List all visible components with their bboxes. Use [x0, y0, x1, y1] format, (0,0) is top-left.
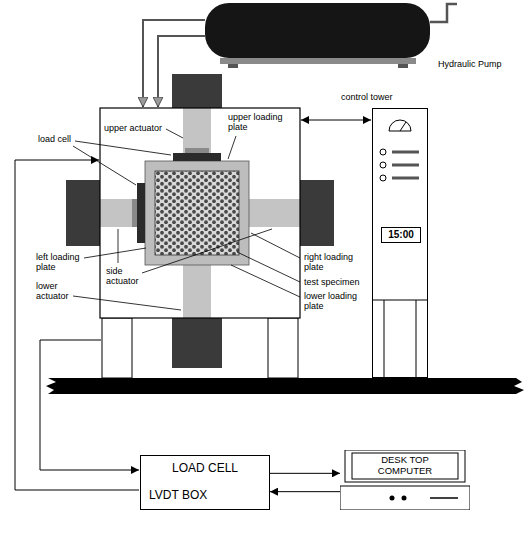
test-specimen [155, 171, 239, 255]
monitor [345, 450, 465, 482]
label-anchor: lower loading plate [304, 291, 362, 312]
part-label: load cell [38, 134, 71, 144]
tower-slot [392, 151, 419, 154]
desktop-computer: DESK TOP COMPUTER [340, 450, 470, 510]
gauge-needle [400, 122, 406, 131]
actuator-cylinder [172, 74, 222, 108]
node-text: DESK TOP COMPUTER [370, 455, 440, 477]
drive-light [402, 496, 407, 501]
pump-foot [228, 64, 238, 68]
actuator-cylinder [300, 180, 334, 246]
loading-frame [100, 108, 300, 318]
tower-button [380, 149, 386, 155]
leader-line [228, 136, 236, 159]
text-anchor: Hydraulic Pump [438, 59, 502, 69]
part-label: right loading plate [304, 252, 362, 273]
part-label: upper loading plate [228, 112, 288, 133]
tower-slot [392, 164, 419, 167]
label-anchor: left loading plate [36, 252, 92, 273]
drive-light [390, 496, 395, 501]
leader-line [142, 229, 272, 273]
text-anchor: DESK TOP COMPUTER [370, 455, 440, 477]
node-text: control tower [341, 92, 393, 102]
control-wire [301, 120, 371, 121]
label-anchor: lower actuator [36, 281, 86, 302]
signal-wire [15, 160, 139, 490]
node-text: Hydraulic Pump [438, 59, 502, 69]
control-tower: control tower15:00 [372, 108, 428, 378]
box-text: LOAD CELL [172, 462, 238, 476]
leader-line [73, 296, 181, 310]
label-anchor: upper loading plate [228, 112, 288, 133]
tower-gauge [389, 120, 411, 131]
signal-arrow [270, 473, 340, 474]
actuator-cylinder [66, 180, 100, 246]
tower-slot [392, 177, 419, 180]
ground [46, 378, 524, 394]
leader-line [73, 146, 136, 185]
part-label: lower loading plate [304, 291, 362, 312]
leader-line [84, 248, 146, 258]
tower-leg [384, 300, 385, 378]
part-label: side actuator [106, 266, 151, 287]
frame-leg [102, 318, 132, 378]
frame-leg [268, 318, 298, 378]
part-label: left loading plate [36, 252, 92, 273]
frame-interior [100, 108, 300, 318]
text-anchor: control tower [341, 92, 393, 102]
pump-handle [430, 4, 457, 22]
leader-line [237, 252, 300, 282]
part-label: test specimen [304, 277, 360, 287]
leader-line [231, 265, 300, 297]
label-anchor: side actuator [106, 266, 151, 287]
hydraulic-pump: Hydraulic Pump [205, 3, 430, 58]
tower-button [380, 175, 386, 181]
load-cell [173, 153, 221, 161]
load-cell [137, 183, 145, 243]
leader-line [166, 129, 183, 138]
loading-plates [145, 161, 249, 265]
tower-leg [416, 300, 417, 378]
tower-button [380, 162, 386, 168]
time-display: 15:00 [381, 227, 421, 243]
pump-foot [398, 64, 408, 68]
actuator-cylinder [172, 318, 222, 368]
label-anchor: load cell [38, 134, 71, 144]
monitor-screen [352, 453, 458, 479]
label-anchor: test specimen [304, 277, 360, 287]
text-anchor: 15:00 [381, 227, 421, 243]
load-cell-cap [185, 148, 209, 153]
signal-wire [40, 340, 139, 470]
drive-slot [430, 497, 458, 499]
label-anchor: upper actuator [104, 123, 162, 133]
box-text: LVDT BOX [149, 489, 207, 503]
leader-line [118, 229, 119, 263]
part-label: lower actuator [36, 281, 86, 302]
signal-arrow [270, 491, 340, 492]
computer-base [340, 486, 470, 510]
tower-base [372, 300, 428, 301]
part-label: upper actuator [104, 123, 162, 133]
load-cell-cap [132, 199, 137, 227]
label-anchor: right loading plate [304, 252, 362, 273]
leader-line [75, 141, 171, 155]
pump-stand [220, 58, 416, 64]
lvdt-box: LOAD CELL LVDT BOX [140, 455, 270, 510]
leader-line [251, 233, 300, 258]
